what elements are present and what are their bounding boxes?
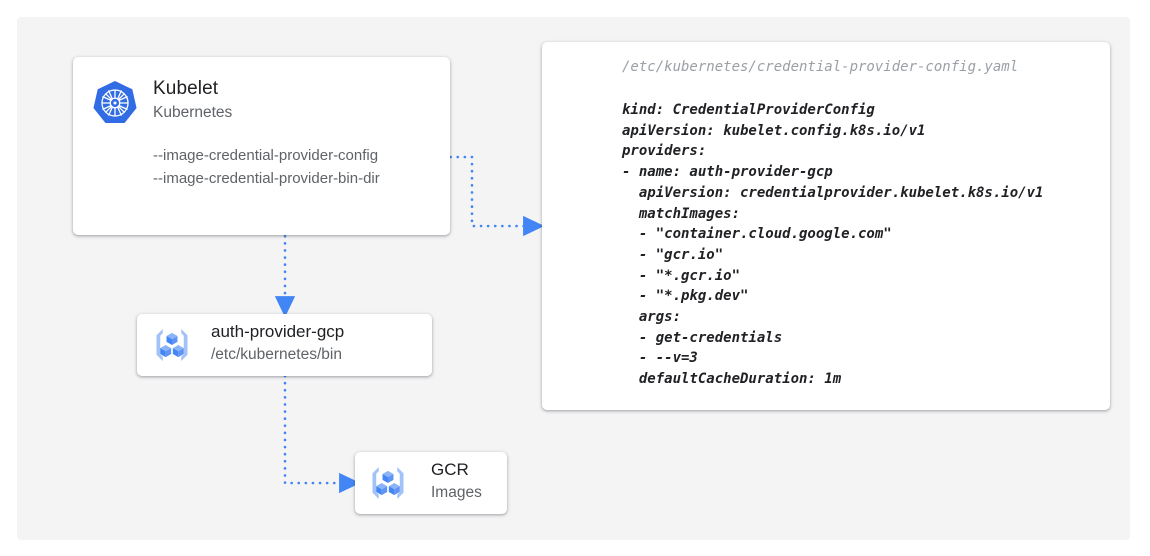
kubernetes-logo-icon [90, 79, 140, 129]
gcp-container-registry-icon [151, 324, 193, 366]
kubelet-title: Kubelet [153, 78, 219, 99]
gcp-container-registry-icon [367, 462, 409, 504]
kubelet-subtitle: Kubernetes [153, 104, 233, 121]
gcr-subtitle: Images [431, 484, 482, 501]
gcr-title: GCR [431, 460, 469, 479]
kubelet-card[interactable]: Kubelet Kubernetes --image-credential-pr… [73, 57, 450, 235]
yaml-file-path: /etc/kubernetes/credential-provider-conf… [622, 59, 1019, 75]
kubelet-flag-config: --image-credential-provider-config [153, 147, 379, 164]
auth-provider-gcp-card[interactable]: auth-provider-gcp /etc/kubernetes/bin [137, 314, 432, 376]
auth-provider-subtitle: /etc/kubernetes/bin [211, 346, 342, 363]
yaml-content: kind: CredentialProviderConfig apiVersio… [622, 102, 1044, 388]
credential-provider-config-panel[interactable]: /etc/kubernetes/credential-provider-conf… [542, 42, 1110, 410]
auth-provider-title: auth-provider-gcp [211, 322, 345, 341]
kubelet-flag-bin-dir: --image-credential-provider-bin-dir [153, 170, 380, 187]
gcr-card[interactable]: GCR Images [355, 452, 507, 514]
